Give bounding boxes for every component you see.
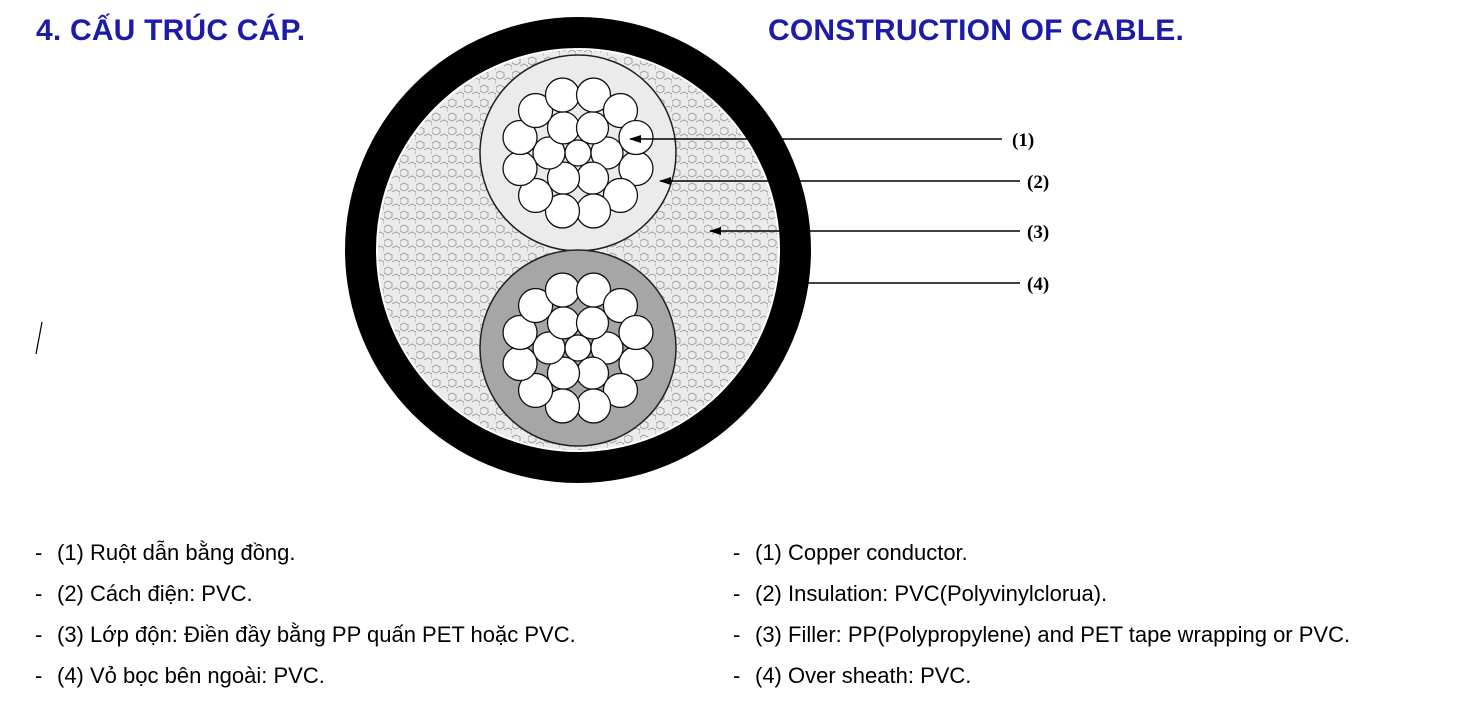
conductor-strand <box>564 139 592 167</box>
legend-bullet: - <box>35 663 43 688</box>
legend-en-text: (1) Copper conductor. <box>755 540 968 565</box>
conductor-strand <box>590 331 624 365</box>
legend-en-text: (2) Insulation: PVC(Polyvinylclorua). <box>755 581 1108 606</box>
conductor-strand <box>618 119 654 156</box>
conductor-strand <box>602 372 639 409</box>
conductor-strand <box>575 306 610 340</box>
conductor-strand <box>502 119 538 156</box>
legend-en-text: (4) Over sheath: PVC. <box>755 663 972 688</box>
conductor-strand <box>602 287 639 324</box>
conductor-strand <box>544 272 581 308</box>
conductor-strand <box>575 77 612 113</box>
conductor-strand <box>517 372 554 409</box>
conductor-strand <box>532 331 566 365</box>
conductor-strand <box>517 92 554 129</box>
legend-en-item: -(3) Filler: PP(Polypropylene) and PET t… <box>733 618 1350 659</box>
conductor-strand <box>544 77 581 113</box>
legend-bullet: - <box>35 622 43 647</box>
conductor-strand <box>502 314 538 351</box>
legend-bullet: - <box>733 622 741 647</box>
conductor-strand <box>544 193 581 229</box>
legend-vi-text: (4) Vỏ bọc bên ngoài: PVC. <box>57 663 325 688</box>
title-english: CONSTRUCTION OF CABLE. <box>768 14 1185 47</box>
core-1 <box>479 54 677 252</box>
title-vietnamese: 4. CẤU TRÚC CÁP. <box>36 14 306 47</box>
callout-label-3: (3) <box>1027 222 1049 243</box>
conductor-strand <box>502 345 538 382</box>
conductor-strand <box>602 92 639 129</box>
legend-vi-text: (1) Ruột dẫn bằng đồng. <box>57 540 296 565</box>
stray-mark <box>35 321 43 355</box>
conductor-strand <box>544 388 581 424</box>
core-1-conductor <box>502 77 654 229</box>
conductor-strand <box>502 150 538 187</box>
legend-vi-item: -(1) Ruột dẫn bằng đồng. <box>35 536 576 577</box>
legend-english: -(1) Copper conductor. -(2) Insulation: … <box>733 536 1350 700</box>
conductor-strand <box>546 111 581 145</box>
legend-vi-text: (2) Cách điện: PVC. <box>57 581 253 606</box>
conductor-strand <box>575 356 610 390</box>
conductor-strand <box>532 136 566 170</box>
conductor-strand <box>575 388 612 424</box>
legend-bullet: - <box>733 540 741 565</box>
conductor-strand <box>575 111 610 145</box>
legend-vi-item: -(4) Vỏ bọc bên ngoài: PVC. <box>35 659 576 700</box>
core-2 <box>479 249 677 447</box>
conductor-strand <box>517 287 554 324</box>
legend-vietnamese: -(1) Ruột dẫn bằng đồng. -(2) Cách điện:… <box>35 536 576 700</box>
legend-en-item: -(4) Over sheath: PVC. <box>733 659 1350 700</box>
conductor-strand <box>602 177 639 214</box>
legend-vi-item: -(3) Lớp độn: Điền đầy bằng PP quấn PET … <box>35 618 576 659</box>
conductor-strand <box>517 177 554 214</box>
legend-bullet: - <box>35 581 43 606</box>
conductor-strand <box>575 161 610 195</box>
legend-vi-text: (3) Lớp độn: Điền đầy bằng PP quấn PET h… <box>57 622 576 647</box>
conductor-strand <box>618 314 654 351</box>
conductor-strand <box>564 334 592 362</box>
legend-bullet: - <box>35 540 43 565</box>
conductor-strand <box>590 136 624 170</box>
conductor-strand <box>575 272 612 308</box>
legend-en-text: (3) Filler: PP(Polypropylene) and PET ta… <box>755 622 1351 647</box>
conductor-strand <box>575 193 612 229</box>
conductor-strand <box>546 306 581 340</box>
callout-label-4: (4) <box>1027 274 1049 295</box>
legend-vi-item: -(2) Cách điện: PVC. <box>35 577 576 618</box>
legend-en-item: -(2) Insulation: PVC(Polyvinylclorua). <box>733 577 1350 618</box>
callout-label-1: (1) <box>1012 130 1034 151</box>
core-2-conductor <box>502 272 654 424</box>
legend-bullet: - <box>733 663 741 688</box>
legend-en-item: -(1) Copper conductor. <box>733 536 1350 577</box>
callout-label-2: (2) <box>1027 172 1049 193</box>
legend-bullet: - <box>733 581 741 606</box>
